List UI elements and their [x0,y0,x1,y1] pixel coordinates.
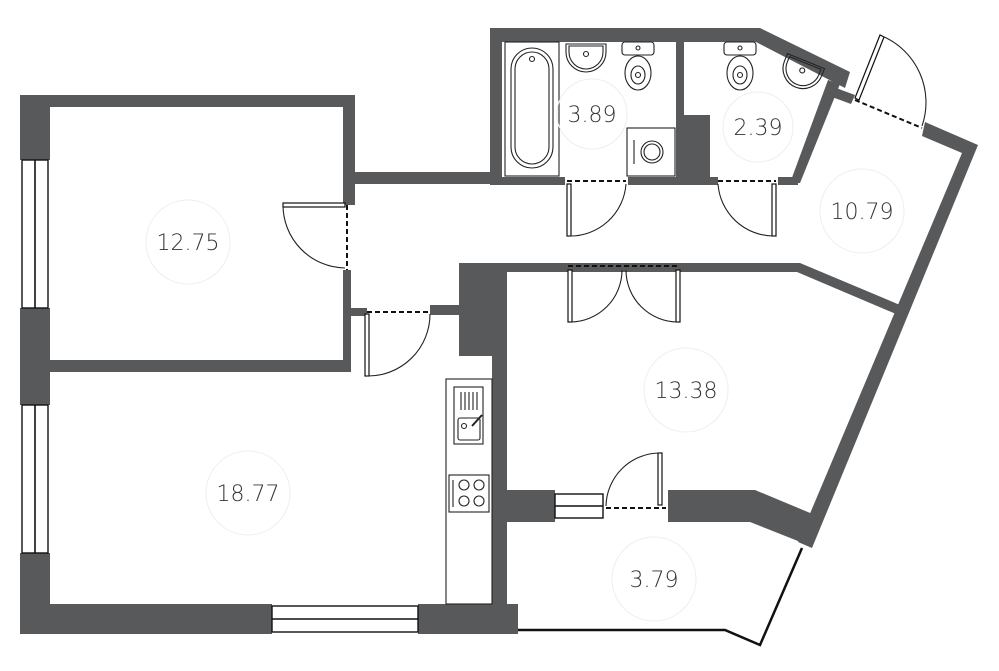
door-bathroom[interactable] [566,180,627,237]
area-circles [145,78,905,622]
toilet-icon [621,41,655,91]
area-label-living-kitchen: 18.77 [217,482,280,507]
door-bedroom-2[interactable] [567,265,681,323]
doors [282,34,927,509]
kitchen-sink-icon [453,386,484,445]
area-label-bathroom: 3.89 [568,103,617,128]
balcony-rail [518,547,804,647]
walls [20,28,978,634]
bathtub-icon [504,41,560,177]
washbasin-icon [565,43,607,73]
windows [21,159,604,633]
fixtures [445,41,826,605]
area-label-balcony: 3.79 [630,568,679,593]
area-label-bedroom-2: 13.38 [655,379,718,404]
area-label-hall: 10.79 [831,200,894,225]
door-bedroom[interactable] [282,202,348,270]
toilet-wc-icon [723,41,757,91]
area-label-bedroom: 12.75 [157,231,220,256]
stove-icon [448,474,490,513]
area-labels: 12.75 18.77 3.89 2.39 10.79 13.38 3.79 [157,103,894,593]
washing-machine-icon [626,127,676,177]
kitchen-counter [445,378,493,605]
door-entrance[interactable] [854,34,927,129]
door-wc[interactable] [717,180,777,237]
door-balcony[interactable] [605,452,666,509]
door-kitchen[interactable] [364,311,431,377]
washbasin-wc-icon [782,52,826,90]
area-label-wc: 2.39 [734,116,783,141]
